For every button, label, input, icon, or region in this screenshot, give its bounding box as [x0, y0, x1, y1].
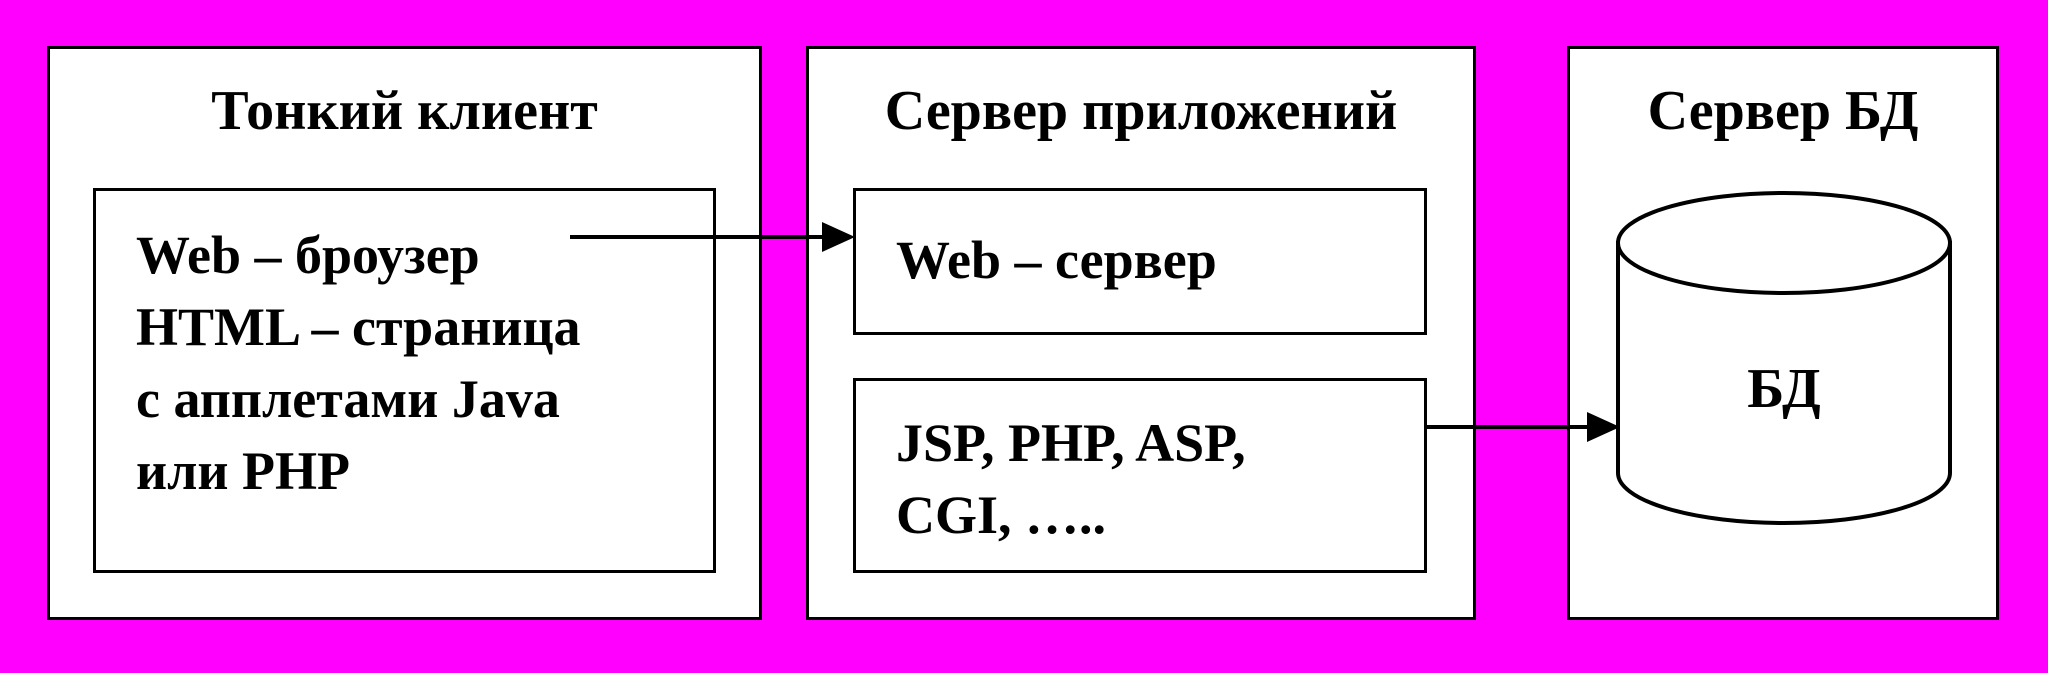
arrow-scripts-to-db — [1427, 412, 1620, 442]
web-server-box: Web – сервер — [853, 188, 1427, 335]
database-cylinder-icon — [1616, 191, 1952, 525]
app-server-title: Сервер приложений — [884, 80, 1398, 142]
web-browser-box: Web – броузер HTML – страница с апплетам… — [93, 188, 716, 573]
web-server-label: Web – сервер — [896, 230, 1217, 290]
client-line-2: HTML – страница — [136, 297, 581, 357]
db-server-title: Сервер БД — [1647, 80, 1919, 142]
scripts-box: JSP, PHP, ASP, CGI, ….. — [853, 378, 1427, 573]
scripts-line-1: JSP, PHP, ASP, — [896, 413, 1246, 473]
client-line-4: или PHP — [136, 441, 350, 501]
thin-client-title: Тонкий клиент — [211, 80, 598, 142]
client-line-3: с апплетами Java — [136, 369, 560, 429]
client-line-1: Web – броузер — [136, 225, 480, 285]
arrow-browser-to-webserver — [570, 222, 855, 252]
scripts-line-2: CGI, ….. — [896, 485, 1107, 545]
db-label: БД — [1747, 358, 1821, 420]
